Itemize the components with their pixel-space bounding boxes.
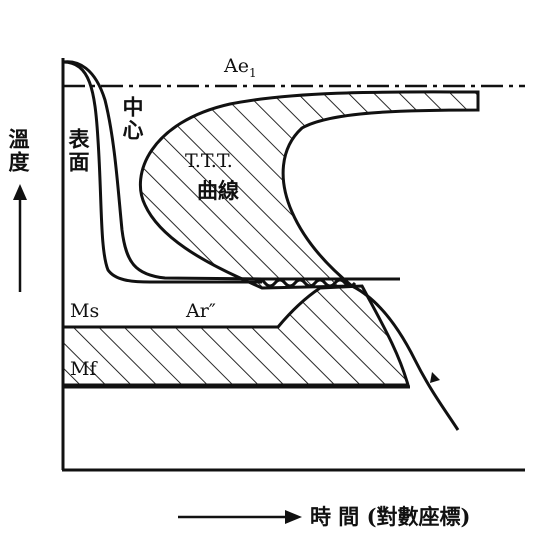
ar-label: Ar″ [186, 300, 216, 322]
x-axis-arrowhead [285, 510, 302, 524]
x-axis-label: 時 間 (對數座標) [310, 504, 471, 529]
transformation-wavy-line [253, 278, 357, 288]
ms-label: Ms [70, 300, 100, 322]
y-axis-arrowhead [13, 184, 27, 200]
center-label: 中心 [120, 96, 145, 142]
mf-label: Mf [70, 358, 97, 380]
surface-label: 表面 [66, 128, 91, 174]
ttt-label-line2: 曲線 [197, 178, 239, 203]
cooling-arrowhead [430, 372, 440, 383]
martensite-band-region [61, 284, 410, 387]
ae1-main: Ae [224, 55, 249, 77]
ttt-upper-region [138, 90, 480, 290]
y-axis-label: 溫度 [6, 128, 31, 174]
slow-cooling-curve [351, 284, 460, 431]
surface-cooling-curve [62, 60, 262, 284]
center-cooling-curve [62, 60, 263, 281]
ae1-label: Ae1 [224, 55, 257, 80]
ttt-label-line1: T.T.T. [185, 150, 233, 172]
ae1-subscript: 1 [248, 65, 257, 80]
